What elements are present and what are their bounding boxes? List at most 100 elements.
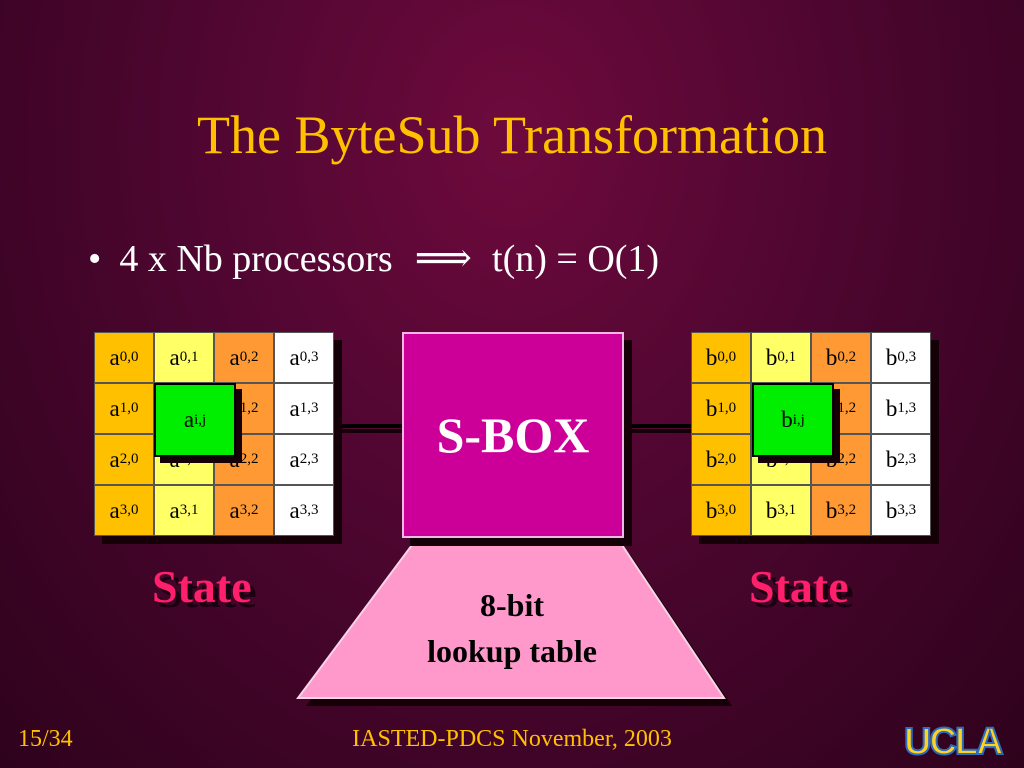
- left-highlight-letter: a: [183, 407, 195, 432]
- cell-subscript: 2,0: [119, 451, 139, 467]
- left-state-label: State: [152, 561, 252, 612]
- right-state-matrix: b0,0b0,1b0,2b0,3b1,0b1,1b1,2b1,3b2,0b2,1…: [691, 332, 931, 536]
- cell-subscript: 2,3: [897, 451, 917, 467]
- cell-letter: a: [109, 446, 120, 472]
- cell-letter: b: [705, 446, 718, 472]
- cell-subscript: 1,3: [897, 400, 917, 416]
- cell-subscript: 0,3: [897, 349, 917, 365]
- cell-subscript: 3,0: [717, 502, 737, 518]
- cell-letter: b: [705, 344, 718, 370]
- cell-subscript: 3,1: [777, 502, 797, 518]
- cell-letter: a: [169, 344, 180, 370]
- cell-subscript: 1,2: [837, 400, 857, 416]
- left-highlight-subscript: i,j: [194, 411, 207, 428]
- cell-letter: a: [229, 446, 240, 472]
- cell-subscript: 3,1: [179, 502, 199, 518]
- cell-subscript: 1,0: [717, 400, 737, 416]
- left-state-matrix: a0,0a0,1a0,2a0,3a1,0a1,1a1,2a1,3a2,0a2,1…: [94, 332, 334, 536]
- cell-letter: b: [825, 446, 838, 472]
- cell-subscript: 0,0: [119, 349, 139, 365]
- lookup-table-trapezoid: [296, 544, 726, 699]
- cell-subscript: 0,1: [777, 349, 797, 365]
- cell-subscript: 3,3: [299, 502, 319, 518]
- cell-letter: a: [289, 446, 300, 472]
- cell-subscript: 3,0: [119, 502, 139, 518]
- cell-subscript: 0,1: [179, 349, 199, 365]
- cell-letter: a: [109, 497, 120, 523]
- cell-letter: b: [705, 497, 718, 523]
- cell-letter: a: [169, 497, 180, 523]
- cell-letter: b: [765, 446, 778, 472]
- cell-letter: b: [885, 497, 898, 523]
- ucla-logo-text: UCLA: [903, 721, 1005, 763]
- cell-letter: b: [705, 395, 718, 421]
- cell-letter: a: [109, 395, 120, 421]
- cell-subscript: 0,2: [837, 349, 857, 365]
- cell-letter: b: [885, 344, 898, 370]
- right-highlight-letter: b: [781, 407, 793, 432]
- right-state-label: State: [749, 561, 849, 612]
- lookup-table-label: 8-bit lookup table: [380, 582, 644, 674]
- cell-subscript: 2,3: [299, 451, 319, 467]
- cell-subscript: 2,2: [239, 451, 259, 467]
- cell-letter: a: [169, 446, 180, 472]
- bullet-point: •4 x Nb processors⟹t(n) = O(1): [88, 232, 659, 285]
- cell-subscript: 3,2: [837, 502, 857, 518]
- cell-letter: b: [825, 497, 838, 523]
- bullet-symbol: •: [88, 238, 102, 280]
- cell-letter: b: [765, 344, 778, 370]
- bullet-right-text: t(n) = O(1): [492, 238, 660, 280]
- cell-subscript: 2,0: [717, 451, 737, 467]
- slide-title: The ByteSub Transformation: [197, 105, 827, 165]
- cell-letter: a: [109, 344, 120, 370]
- cell-subscript: 0,3: [299, 349, 319, 365]
- cell-letter: b: [765, 497, 778, 523]
- cell-letter: a: [289, 497, 300, 523]
- ucla-logo: UCLA: [903, 721, 1005, 763]
- cell-subscript: 1,3: [299, 400, 319, 416]
- cell-letter: a: [229, 497, 240, 523]
- cell-subscript: 1,2: [239, 400, 259, 416]
- cell-letter: a: [229, 344, 240, 370]
- lookup-table-line2: lookup table: [427, 633, 597, 669]
- cell-letter: a: [289, 344, 300, 370]
- sbox-block: S-BOX: [402, 332, 624, 538]
- footer-event: IASTED-PDCS November, 2003: [352, 726, 672, 752]
- lookup-table-line1: 8-bit: [480, 587, 544, 623]
- cell-subscript: 0,0: [717, 349, 737, 365]
- cell-subscript: 0,2: [239, 349, 259, 365]
- slide-number: 15/34: [18, 726, 73, 752]
- implies-arrow-icon: ⟹: [414, 235, 473, 280]
- cell-subscript: 1,0: [119, 400, 139, 416]
- cell-subscript: 3,3: [897, 502, 917, 518]
- cell-letter: b: [825, 344, 838, 370]
- right-highlight-subscript: i,j: [792, 411, 805, 428]
- cell-letter: a: [289, 395, 300, 421]
- cell-letter: b: [885, 446, 898, 472]
- cell-subscript: 2,2: [837, 451, 857, 467]
- cell-subscript: 3,2: [239, 502, 259, 518]
